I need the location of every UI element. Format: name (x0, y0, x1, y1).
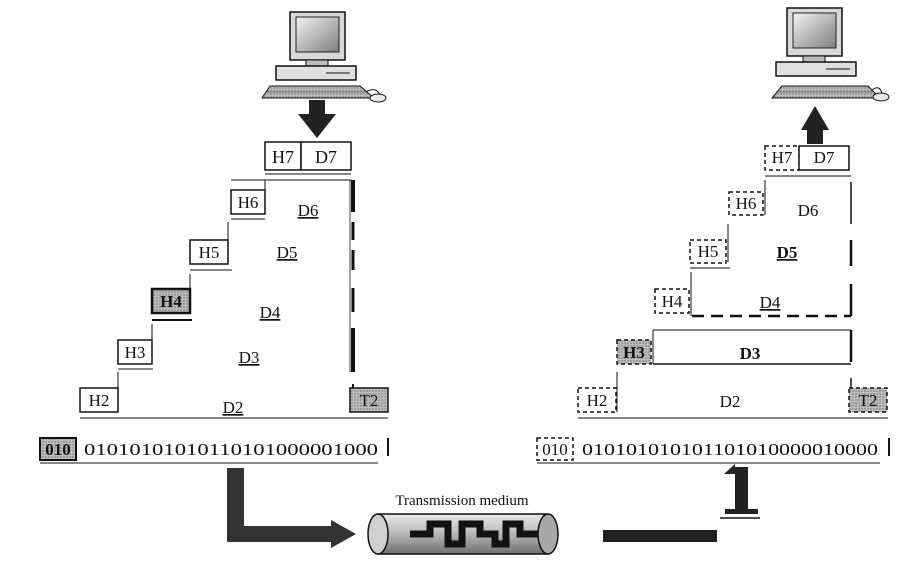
sender-header-h2 (79, 387, 119, 413)
sender-header-h4-label: H4 (160, 292, 182, 311)
sender-header-h5 (189, 239, 229, 265)
sender-data-d7-label: D7 (315, 147, 337, 167)
receiver-trailer-t2-label: T2 (859, 391, 878, 410)
transmission-medium-label: Transmission medium (395, 493, 529, 509)
receiver-data-d7 (798, 145, 850, 171)
receiver-computer-icon (770, 7, 890, 102)
receiver-header-h5 (689, 239, 727, 264)
receiver-header-h4 (654, 288, 690, 314)
receiver-layer-2: H2 D2 T2 (577, 372, 888, 419)
up-arrow-icon (801, 106, 829, 144)
sender-flag-label: 010 (45, 440, 71, 459)
receiver-header-h2 (577, 387, 617, 413)
receiver-data-d2-label: D2 (720, 392, 741, 411)
receiver-flag-label: 010 (542, 440, 568, 459)
sender-layer-3: H3 D3 (117, 324, 260, 370)
receiver-trailer-t2 (848, 387, 888, 413)
receiver-data-d7-label: D7 (814, 148, 835, 167)
receiver-header-h6-label: H6 (736, 194, 757, 213)
receiver-data-d6-label: D6 (798, 201, 819, 220)
sender-data-d2-label: D2 (223, 398, 244, 417)
receiver-data-d3-label: D3 (740, 344, 761, 363)
sender-flag-box (39, 437, 77, 461)
receiver-flag-box (536, 437, 574, 461)
receiver-layer-6: H6 D6 (728, 180, 819, 220)
sender-data-d4-label: D4 (260, 303, 281, 322)
sender-trailer-t2-label: T2 (360, 391, 379, 410)
receiver-header-h4-label: H4 (662, 292, 683, 311)
receiver-data-d5-label: D5 (777, 243, 798, 262)
sender-header-h2-label: H2 (89, 391, 110, 410)
receiver-layer-1: 010 010101010101101010000010000 (536, 437, 890, 464)
receiver-decapsulation: H7 D7 H6 D6 H5 D5 (536, 145, 890, 464)
sender-trailer-t2 (349, 387, 389, 413)
sender-layer-5: H5 D5 (189, 222, 298, 271)
sender-encapsulation: H7 D7 H6 D6 H5 D5 (39, 141, 389, 464)
sender-layer-1: 010 01010101010110101000001000 (39, 437, 389, 464)
receiver-header-h6 (728, 191, 764, 216)
sender-layer-4: H4 D4 (150, 274, 281, 322)
sender-header-h7 (264, 141, 302, 171)
receive-path-bar (603, 530, 717, 542)
receiver-layer-7: H7 D7 (764, 145, 851, 177)
sender-header-h5-label: H5 (199, 243, 220, 262)
sender-header-h7-label: H7 (272, 147, 294, 167)
receiver-layer-4: H4 D4 (654, 272, 851, 318)
sender-header-h6-label: H6 (238, 193, 259, 212)
receiver-layer-3: H3 D3 (616, 329, 851, 365)
receiver-header-h5-label: H5 (698, 242, 719, 261)
sender-data-d3-label: D3 (239, 348, 260, 367)
sender-data-d5-label: D5 (277, 243, 298, 262)
receiver-data-d4-label: D4 (760, 293, 781, 312)
receive-up-marker-icon (720, 464, 760, 519)
sender-bitstream: 01010101010110101000001000 (84, 440, 378, 459)
receiver-header-h3-label: H3 (623, 343, 645, 362)
sender-data-d6-label: D6 (298, 201, 319, 220)
receiver-layer-5: H5 D5 (689, 224, 798, 269)
receiver-header-h3 (616, 339, 652, 365)
sender-computer-icon (261, 11, 387, 103)
sender-header-h3-label: H3 (125, 343, 146, 362)
transmit-arrow-icon (227, 468, 356, 548)
sender-header-h6 (230, 189, 266, 215)
sender-layer-7: H7 D7 (264, 141, 352, 175)
sender-data-d7 (300, 141, 352, 171)
sender-layer-2: H2 D2 T2 (79, 372, 389, 419)
receiver-bitstream: 010101010101101010000010000 (582, 440, 878, 459)
receiver-header-h2-label: H2 (587, 391, 608, 410)
sender-layer-6: H6 D6 (230, 179, 351, 220)
transmission-medium-cable-icon (367, 513, 559, 555)
down-arrow-icon (298, 100, 336, 138)
receiver-header-h7-label: H7 (772, 148, 793, 167)
